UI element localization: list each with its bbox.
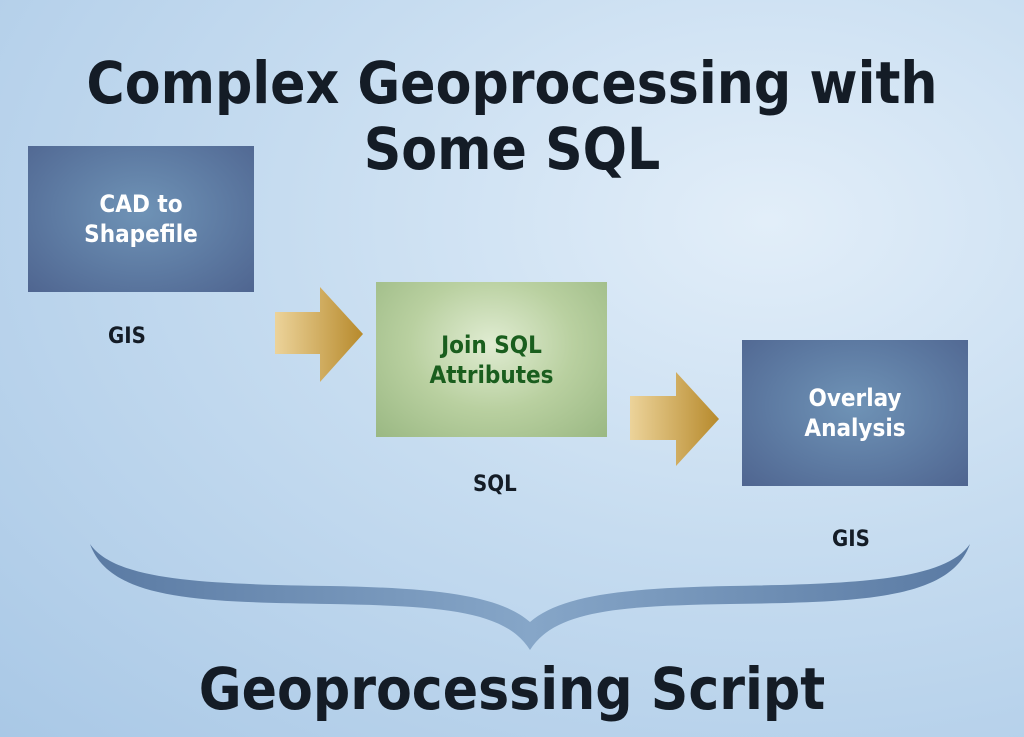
title-line-1: Complex Geoprocessing with <box>86 49 938 117</box>
step-label-line1: CAD to <box>99 190 183 218</box>
arrow-icon-1 <box>275 287 363 382</box>
arrow-icon-2 <box>630 372 719 466</box>
title-line-2: Some SQL <box>363 115 661 183</box>
step-label-line1: Join SQL <box>441 330 542 359</box>
step-label-line1: Overlay <box>808 384 902 412</box>
tool-label-gis-2: GIS <box>832 527 870 552</box>
step-label-line2: Attributes <box>429 360 554 389</box>
step-label-line2: Analysis <box>804 414 906 442</box>
step-label-line2: Shapefile <box>84 220 198 248</box>
footer-label: Geoprocessing Script <box>198 655 826 723</box>
curly-brace-icon <box>90 544 970 650</box>
tool-label-gis-1: GIS <box>108 324 146 349</box>
tool-label-sql: SQL <box>473 472 517 497</box>
